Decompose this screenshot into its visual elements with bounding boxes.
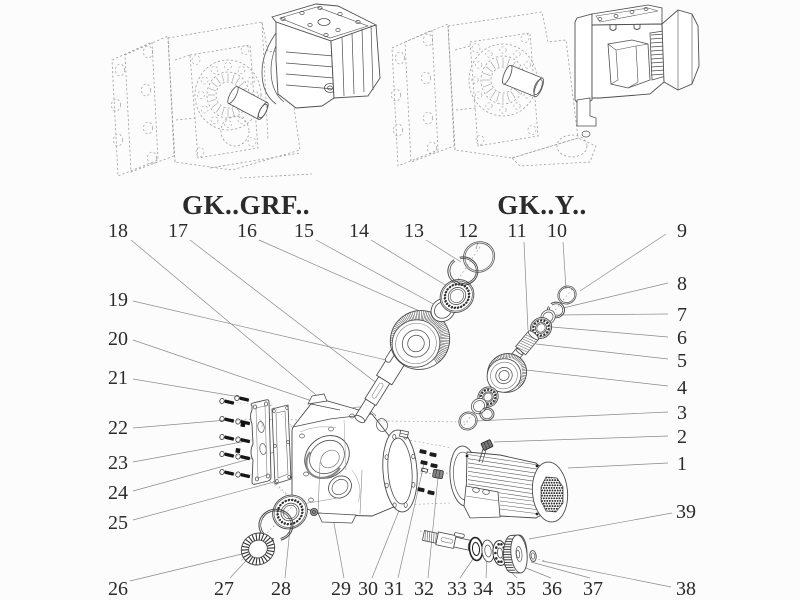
svg-text:GK..Y..: GK..Y.. xyxy=(497,190,587,220)
svg-text:15: 15 xyxy=(294,220,314,242)
svg-text:20: 20 xyxy=(108,328,128,350)
svg-text:31: 31 xyxy=(384,578,404,600)
svg-text:18: 18 xyxy=(108,220,128,242)
svg-text:11: 11 xyxy=(507,220,526,242)
svg-text:24: 24 xyxy=(108,482,128,504)
svg-text:27: 27 xyxy=(214,578,234,600)
svg-text:35: 35 xyxy=(506,578,526,600)
svg-text:21: 21 xyxy=(108,367,128,389)
svg-text:19: 19 xyxy=(108,289,128,311)
svg-text:36: 36 xyxy=(542,578,562,600)
svg-text:32: 32 xyxy=(414,578,434,600)
svg-text:22: 22 xyxy=(108,417,128,439)
svg-text:30: 30 xyxy=(358,578,378,600)
svg-text:29: 29 xyxy=(331,578,351,600)
svg-text:7: 7 xyxy=(677,304,687,326)
svg-text:33: 33 xyxy=(447,578,467,600)
svg-text:GK..GRF..: GK..GRF.. xyxy=(182,190,310,220)
svg-text:26: 26 xyxy=(108,578,128,600)
svg-text:8: 8 xyxy=(677,273,687,295)
svg-text:4: 4 xyxy=(677,377,687,399)
svg-text:34: 34 xyxy=(473,578,493,600)
svg-text:25: 25 xyxy=(108,512,128,534)
svg-text:14: 14 xyxy=(349,220,369,242)
svg-text:39: 39 xyxy=(676,501,696,523)
svg-text:23: 23 xyxy=(108,452,128,474)
svg-text:13: 13 xyxy=(404,220,424,242)
svg-text:37: 37 xyxy=(583,578,603,600)
svg-text:10: 10 xyxy=(547,220,567,242)
svg-text:1: 1 xyxy=(677,453,687,475)
svg-text:9: 9 xyxy=(677,220,687,242)
svg-text:12: 12 xyxy=(458,220,478,242)
svg-text:3: 3 xyxy=(677,402,687,424)
svg-text:38: 38 xyxy=(676,578,696,600)
svg-text:17: 17 xyxy=(168,220,188,242)
svg-text:2: 2 xyxy=(677,426,687,448)
svg-text:28: 28 xyxy=(271,578,291,600)
svg-text:6: 6 xyxy=(677,327,687,349)
svg-text:5: 5 xyxy=(677,350,687,372)
svg-text:16: 16 xyxy=(237,220,257,242)
